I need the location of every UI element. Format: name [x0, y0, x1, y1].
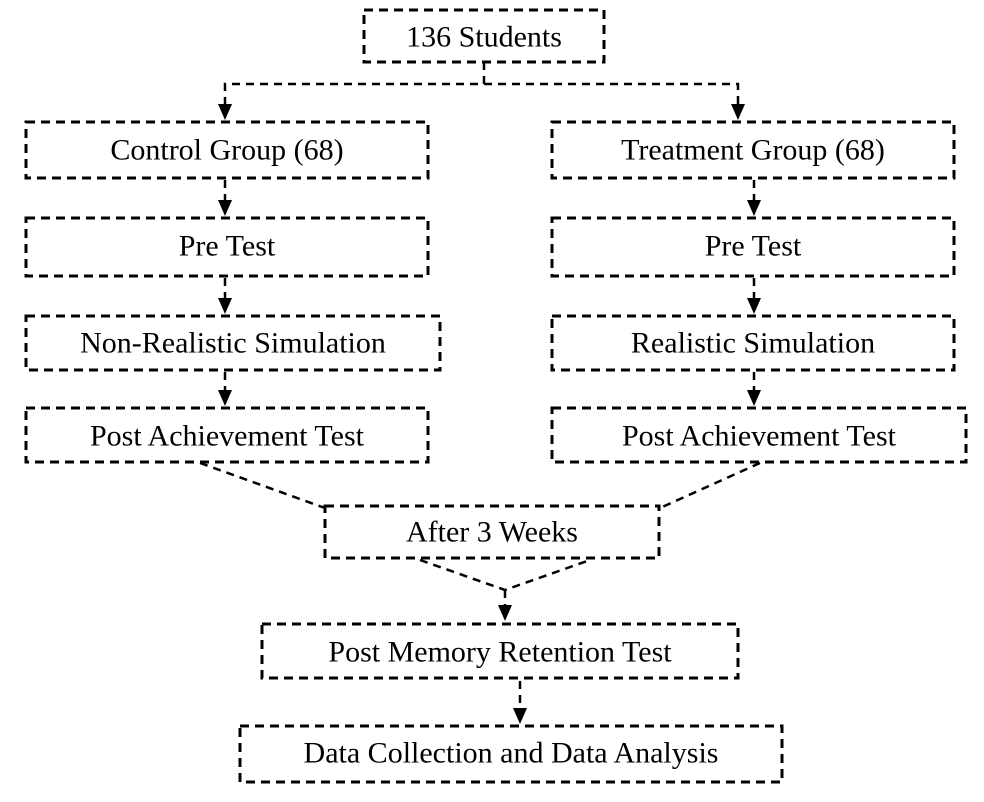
box-students: 136 Students [362, 8, 606, 64]
label-post-memory-retention: Post Memory Retention Test [328, 636, 672, 669]
label-realistic-simulation: Realistic Simulation [631, 327, 875, 360]
arrowhead-control-post [218, 390, 232, 406]
arrowhead-treatment-post [747, 390, 761, 406]
label-non-realistic-simulation: Non-Realistic Simulation [80, 327, 386, 360]
arrowhead-control-pretest [218, 200, 232, 216]
edge-after-to-retention [419, 558, 591, 592]
label-treatment-group: Treatment Group (68) [621, 134, 885, 167]
box-control-group: Control Group (68) [24, 120, 430, 180]
box-realistic-simulation: Realistic Simulation [550, 314, 956, 372]
label-students: 136 Students [406, 21, 562, 54]
label-treatment-post-achievement: Post Achievement Test [622, 420, 897, 453]
arrowhead-realistic [747, 298, 761, 314]
edge-control-post-to-after [199, 461, 326, 510]
label-after-weeks: After 3 Weeks [406, 516, 578, 549]
label-control-group: Control Group (68) [110, 134, 343, 167]
label-control-pre-test: Pre Test [179, 230, 276, 263]
edge-students-split [223, 62, 486, 104]
label-data-collection: Data Collection and Data Analysis [304, 737, 719, 770]
arrowhead-nonrealistic [218, 298, 232, 314]
box-after-weeks: After 3 Weeks [323, 504, 661, 560]
arrowhead-treatment-pretest [747, 200, 761, 216]
edge-students-to-treatment [484, 82, 740, 104]
label-treatment-pre-test: Pre Test [705, 230, 802, 263]
arrowhead-data-collection [513, 708, 527, 724]
edge-treatment-post-to-after [659, 461, 761, 510]
box-treatment-pre-test: Pre Test [550, 216, 956, 278]
arrowhead-control-group [218, 104, 232, 120]
box-non-realistic-simulation: Non-Realistic Simulation [24, 314, 442, 372]
connectors [199, 62, 761, 724]
label-control-post-achievement: Post Achievement Test [90, 420, 365, 453]
arrowhead-treatment-group [731, 104, 745, 120]
box-control-pre-test: Pre Test [24, 216, 430, 278]
box-treatment-group: Treatment Group (68) [550, 120, 956, 180]
box-control-post-achievement: Post Achievement Test [24, 406, 430, 464]
box-post-memory-retention: Post Memory Retention Test [260, 622, 740, 680]
arrowhead-retention [498, 605, 512, 621]
box-data-collection: Data Collection and Data Analysis [238, 724, 784, 784]
box-treatment-post-achievement: Post Achievement Test [550, 406, 968, 464]
